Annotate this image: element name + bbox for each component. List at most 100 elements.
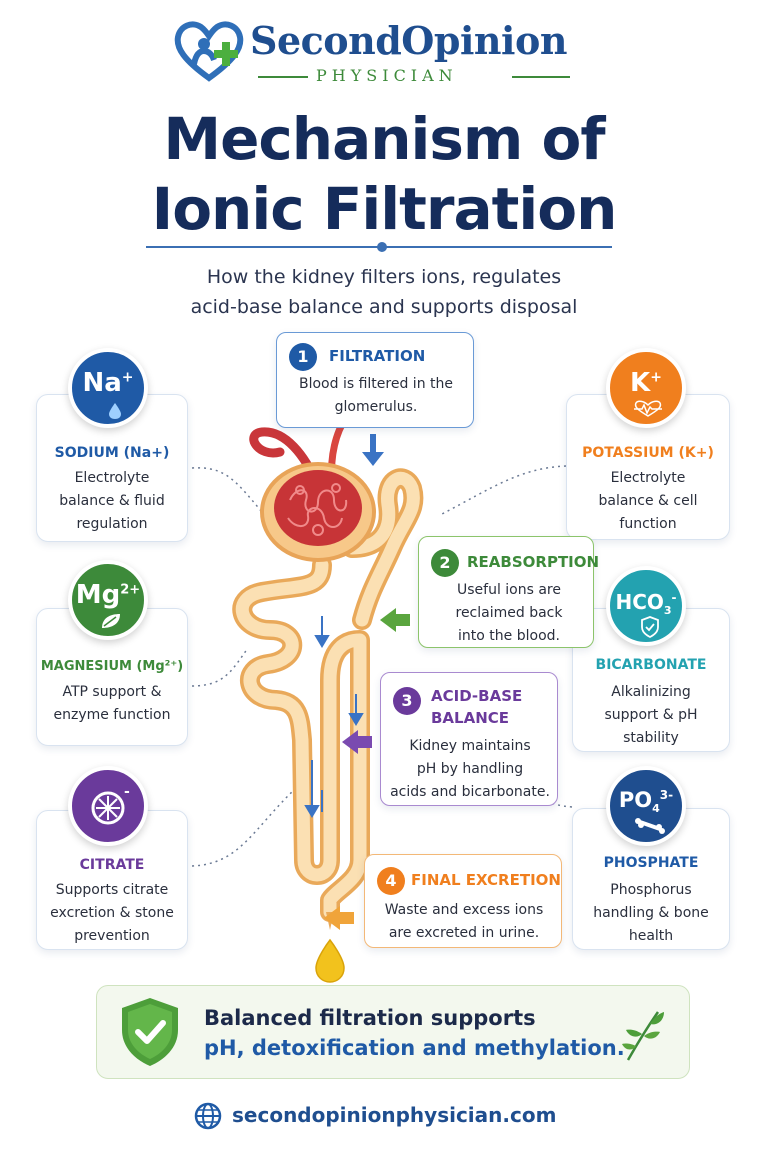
step-arrow-4 xyxy=(324,906,354,930)
sodium-title: SODIUM (Na+) xyxy=(54,445,170,461)
brand-line-right xyxy=(512,76,570,78)
citrate-text-line: Supports citrate xyxy=(55,882,169,898)
brand-subtitle: PHYSICIAN xyxy=(316,66,458,85)
connector-magnesium xyxy=(191,647,249,687)
subtitle-line-1: How the kidney filters ions, regulates xyxy=(206,266,562,288)
bicarbonate-title: BICARBONATE xyxy=(595,657,707,673)
magnesium-text-line: ATP support & xyxy=(62,684,162,700)
citrate-text-line: prevention xyxy=(74,928,150,944)
potassium-title: POTASSIUM (K+) xyxy=(582,445,714,461)
magnesium-badge: Mg2+ xyxy=(68,560,148,640)
page-title: Mechanism of Ionic Filtration xyxy=(0,104,768,244)
potassium-text: Electrolyte balance & cell function xyxy=(567,467,729,536)
step-2-text-line: reclaimed back xyxy=(455,605,563,621)
bicarbonate-text: Alkalinizing support & pH stability xyxy=(573,681,729,750)
logo-heart-icon xyxy=(174,21,244,82)
potassium-text-line: Electrolyte xyxy=(610,470,686,486)
sodium-text: Electrolyte balance & fluid regulation xyxy=(37,467,187,536)
sodium-text-line: regulation xyxy=(76,516,148,532)
title-line-1: Mechanism of xyxy=(163,105,605,173)
potassium-symbol: K+ xyxy=(630,368,662,398)
phosphate-title: PHOSPHATE xyxy=(603,855,699,871)
step-3-title-2: BALANCE xyxy=(431,709,510,727)
step-4-text-line: Waste and excess ions xyxy=(384,902,544,918)
title-line-2: Ionic Filtration xyxy=(151,175,618,243)
bicarbonate-text-line: support & pH xyxy=(604,707,698,723)
connector-citrate xyxy=(191,787,297,867)
magnesium-symbol: Mg2+ xyxy=(75,580,141,610)
step-2-number: 2 xyxy=(431,549,459,577)
magnesium-text-line: enzyme function xyxy=(53,707,171,723)
step-4-title: FINAL EXCRETION xyxy=(411,871,561,889)
afferent-arteriole xyxy=(249,427,323,491)
flow-arrows xyxy=(304,616,364,818)
connector-potassium xyxy=(441,465,567,515)
title-divider-dot xyxy=(377,242,387,252)
step-acid-base: 3 ACID-BASE BALANCE Kidney maintains pH … xyxy=(380,672,558,806)
banner-line-2: pH, detoxification and methylation. xyxy=(204,1036,625,1060)
bicarbonate-text-line: stability xyxy=(623,730,679,746)
sodium-text-line: balance & fluid xyxy=(59,493,165,509)
step-2-text-line: into the blood. xyxy=(458,628,560,644)
potassium-text-line: function xyxy=(619,516,677,532)
leaf-icon xyxy=(102,614,120,628)
magnesium-card: MAGNESIUM (Mg²⁺) ATP support & enzyme fu… xyxy=(36,608,188,746)
step-1-text-line: glomerulus. xyxy=(334,399,418,415)
step-3-text: Kidney maintains pH by handling acids an… xyxy=(381,735,559,804)
phosphate-symbol: PO43- xyxy=(618,788,674,816)
step-1-title: FILTRATION xyxy=(329,347,426,365)
potassium-badge: K+ xyxy=(606,348,686,428)
brand-line-left xyxy=(258,76,308,78)
potassium-text-line: balance & cell xyxy=(598,493,698,509)
bicarbonate-symbol: HCO3- xyxy=(615,590,677,617)
herb-sprig-icon xyxy=(622,1011,664,1061)
step-reabsorption: 2 REABSORPTION Useful ions are reclaimed… xyxy=(418,536,599,648)
tubule xyxy=(232,468,424,922)
citrate-charge: - xyxy=(124,784,130,800)
phosphate-text-line: health xyxy=(628,928,674,944)
urine-drop-icon xyxy=(315,938,345,983)
step-4-text-line: are excreted in urine. xyxy=(388,925,540,941)
phosphate-text-line: handling & bone xyxy=(593,905,709,921)
magnesium-title: MAGNESIUM (Mg²⁺) xyxy=(40,659,184,674)
shield-icon xyxy=(641,616,659,638)
subtitle-line-2: acid-base balance and supports disposal xyxy=(190,296,578,318)
sodium-badge: Na+ xyxy=(68,348,148,428)
citrate-badge: - xyxy=(68,766,148,846)
magnesium-text: ATP support & enzyme function xyxy=(37,681,187,727)
capillary-tuft xyxy=(287,483,348,536)
bicarbonate-badge: HCO3- xyxy=(606,566,686,646)
step-3-text-line: acids and bicarbonate. xyxy=(390,784,550,800)
step-arrow-3 xyxy=(342,730,372,754)
sodium-symbol: Na+ xyxy=(82,368,134,398)
globe-icon xyxy=(194,1102,222,1130)
brand-name: SecondOpinion xyxy=(250,18,567,63)
website-link[interactable]: secondopinionphysician.com xyxy=(232,1103,557,1127)
step-2-text-line: Useful ions are xyxy=(456,582,561,598)
heartbeat-icon xyxy=(634,400,662,417)
step-filtration: 1 FILTRATION Blood is filtered in the gl… xyxy=(276,332,474,428)
step-arrow-1 xyxy=(362,434,384,466)
step-1-number: 1 xyxy=(289,343,317,371)
connector-sodium xyxy=(191,467,263,513)
bicarbonate-text-line: Alkalinizing xyxy=(611,684,691,700)
step-1-text: Blood is filtered in the glomerulus. xyxy=(277,373,475,419)
step-arrow-2 xyxy=(380,608,410,632)
water-drop-icon xyxy=(109,403,121,419)
step-3-number: 3 xyxy=(393,687,421,715)
citrate-title: CITRATE xyxy=(79,857,145,873)
citrus-slice-icon xyxy=(91,791,125,825)
citrate-text-line: excretion & stone xyxy=(50,905,174,921)
step-2-text: Useful ions are reclaimed back into the … xyxy=(429,579,589,648)
phosphate-text-line: Phosphorus xyxy=(610,882,692,898)
step-3-title-1: ACID-BASE xyxy=(431,687,523,705)
step-4-number: 4 xyxy=(377,867,405,895)
step-4-text: Waste and excess ions are excreted in ur… xyxy=(365,899,563,945)
summary-banner xyxy=(96,985,690,1079)
step-2-title: REABSORPTION xyxy=(467,553,600,571)
step-final-excretion: 4 FINAL EXCRETION Waste and excess ions … xyxy=(364,854,562,948)
step-3-text-line: Kidney maintains xyxy=(409,738,531,754)
phosphate-badge: PO43- xyxy=(606,766,686,846)
bone-icon xyxy=(635,818,665,834)
step-1-text-line: Blood is filtered in the xyxy=(299,376,453,392)
